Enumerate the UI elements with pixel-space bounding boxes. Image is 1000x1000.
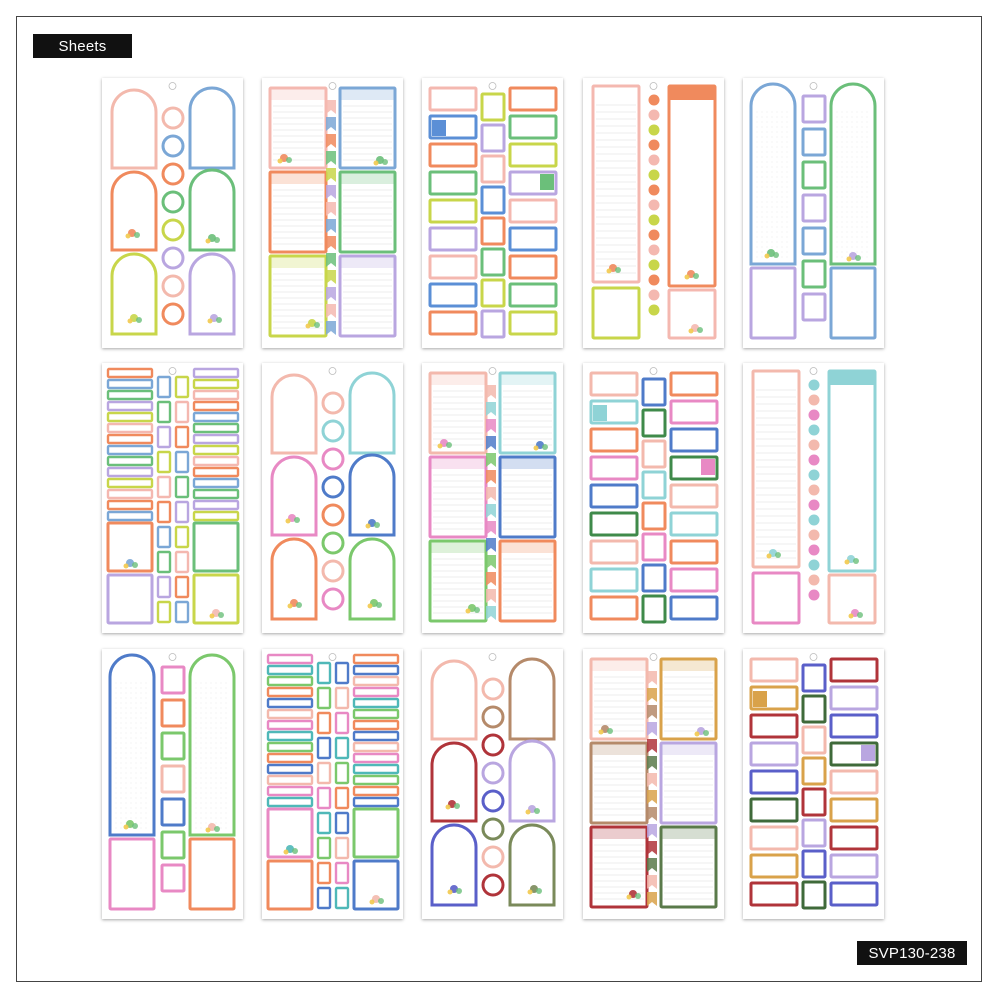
sticker-sheet-art [430,653,556,907]
sticker-sheet-art [106,367,240,625]
sticker-sheet-9 [583,363,724,633]
sticker-sheet-14 [583,649,724,919]
sticker-sheet-10 [743,363,884,633]
catalog-frame [16,16,982,982]
sticker-sheet-art [266,653,400,911]
sticker-sheet-art [108,653,236,911]
sticker-sheet-7 [262,363,403,633]
sticker-sheet-art [749,653,879,910]
sticker-sheet-6 [102,363,243,633]
sticker-sheet-1 [102,78,243,348]
sticker-sheet-3 [422,78,563,348]
sticker-sheet-art [589,653,718,909]
sticker-sheet-4 [583,78,724,348]
sticker-sheet-12 [262,649,403,919]
sticker-sheet-art [428,82,558,339]
sticker-sheet-art [428,367,557,623]
sticker-sheet-art [589,367,719,624]
sticker-sheet-art [268,82,397,338]
sticker-sheet-art [749,82,877,340]
sticker-sheet-art [751,367,877,625]
product-code-label: SVP130-238 [857,941,967,965]
sticker-sheet-11 [102,649,243,919]
sticker-sheet-5 [743,78,884,348]
sticker-sheet-art [270,367,396,621]
sticker-sheet-2 [262,78,403,348]
sticker-sheet-art [110,82,236,336]
sticker-sheet-8 [422,363,563,633]
sheets-label: Sheets [33,34,132,58]
sticker-sheet-13 [422,649,563,919]
sticker-sheet-art [591,82,717,340]
sticker-sheet-15 [743,649,884,919]
